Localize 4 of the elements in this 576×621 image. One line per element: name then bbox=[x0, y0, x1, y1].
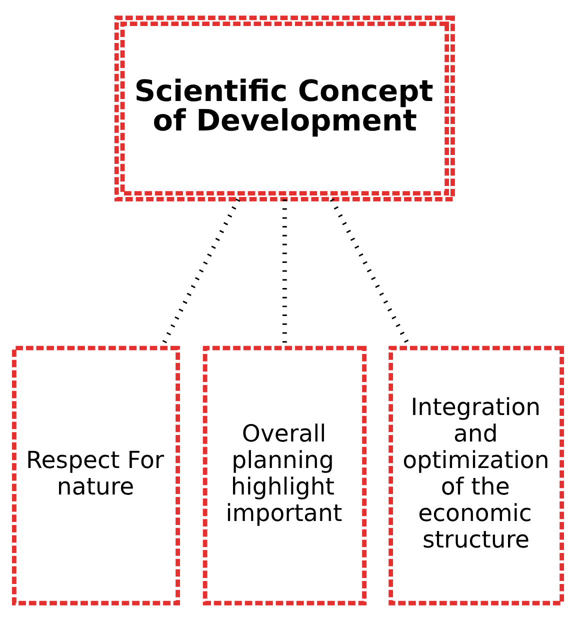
node-box: Respect For nature bbox=[12, 346, 180, 606]
node-box: Integration and optimization of the economic structure bbox=[388, 346, 564, 606]
node-box: Scientific Concept of Development bbox=[114, 16, 455, 202]
node-box: Overall planning highlight important bbox=[202, 346, 366, 606]
